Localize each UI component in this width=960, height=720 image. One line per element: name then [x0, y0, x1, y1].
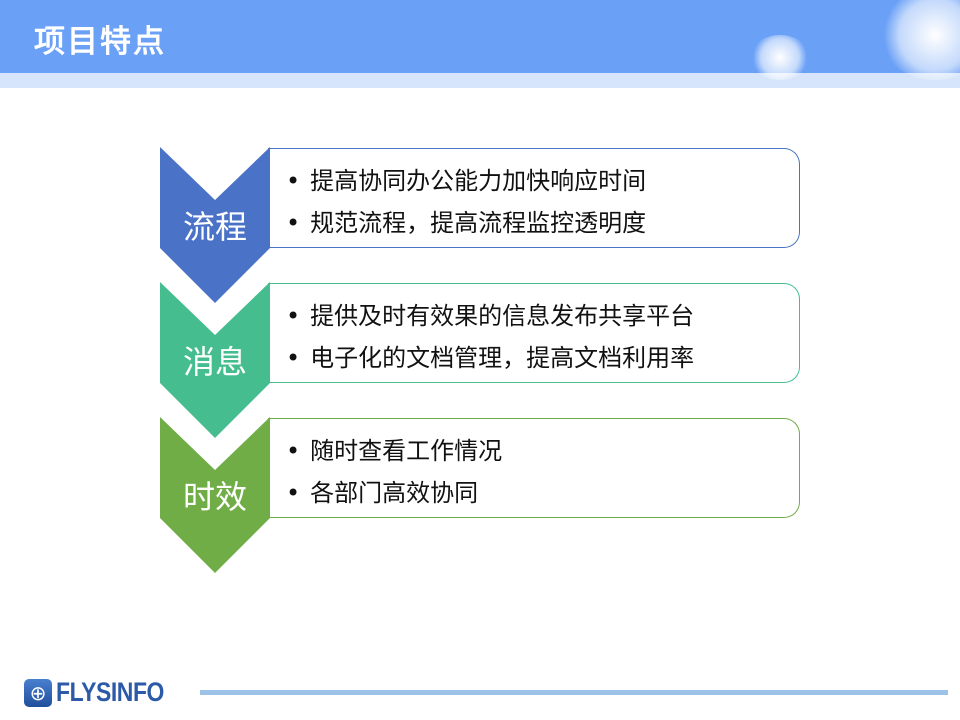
step-1-box: 提高协同办公能力加快响应时间 规范流程，提高流程监控透明度 [268, 148, 800, 248]
bullet-item: 随时查看工作情况 [286, 431, 502, 466]
flysinfo-logo: ⊕ FLYSINFO [24, 677, 183, 708]
logo-text: FLYSINFO [56, 677, 164, 707]
step-1-label: 流程 [182, 208, 247, 246]
step-3-label: 时效 [182, 478, 247, 516]
footer-line [200, 690, 948, 695]
bullet-item: 提供及时有效果的信息发布共享平台 [286, 296, 694, 331]
step-3-chevron [160, 417, 270, 573]
slide-title: 项目特点 [34, 24, 166, 60]
step-2-label: 消息 [182, 343, 247, 381]
step-2-box: 提供及时有效果的信息发布共享平台 电子化的文档管理，提高文档利用率 [268, 283, 800, 383]
step-3-box: 随时查看工作情况 各部门高效协同 [268, 418, 800, 518]
bullet-item: 规范流程，提高流程监控透明度 [286, 203, 646, 238]
bullet-item: 各部门高效协同 [286, 473, 478, 508]
step-2-chevron [160, 282, 270, 438]
cloud-decoration [750, 35, 810, 80]
bullet-item: 电子化的文档管理，提高文档利用率 [286, 338, 694, 373]
logo-icon: ⊕ [24, 678, 52, 707]
step-1-chevron [160, 147, 270, 303]
bullet-item: 提高协同办公能力加快响应时间 [286, 161, 646, 196]
header-subband [0, 73, 960, 88]
